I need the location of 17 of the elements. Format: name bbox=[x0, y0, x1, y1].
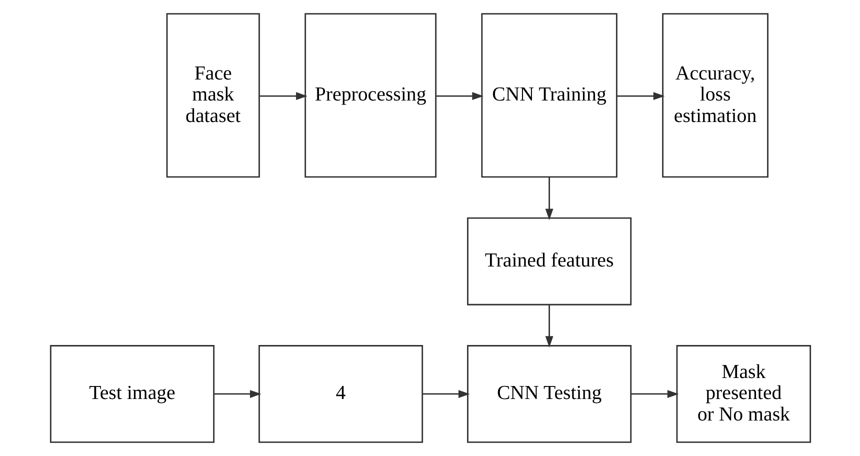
arrow bbox=[544, 304, 553, 348]
arrow bbox=[436, 92, 484, 100]
arrow bbox=[259, 92, 307, 100]
arrow bbox=[214, 390, 261, 398]
arrow bbox=[616, 92, 664, 100]
node-box: CNN Training bbox=[480, 13, 617, 178]
node-box: Face mask dataset bbox=[166, 13, 260, 178]
node-box: Mask presented or No mask bbox=[676, 345, 811, 443]
node-box: Preprocessing bbox=[304, 13, 436, 178]
node-box: 4 bbox=[258, 345, 423, 443]
node-box: Test image bbox=[49, 345, 214, 443]
node-box: Accuracy, loss estimation bbox=[662, 13, 768, 178]
arrow bbox=[544, 177, 553, 220]
node-box: CNN Testing bbox=[466, 345, 632, 443]
arrow bbox=[630, 390, 678, 398]
node-box: Trained features bbox=[466, 217, 632, 306]
arrow bbox=[422, 390, 470, 398]
